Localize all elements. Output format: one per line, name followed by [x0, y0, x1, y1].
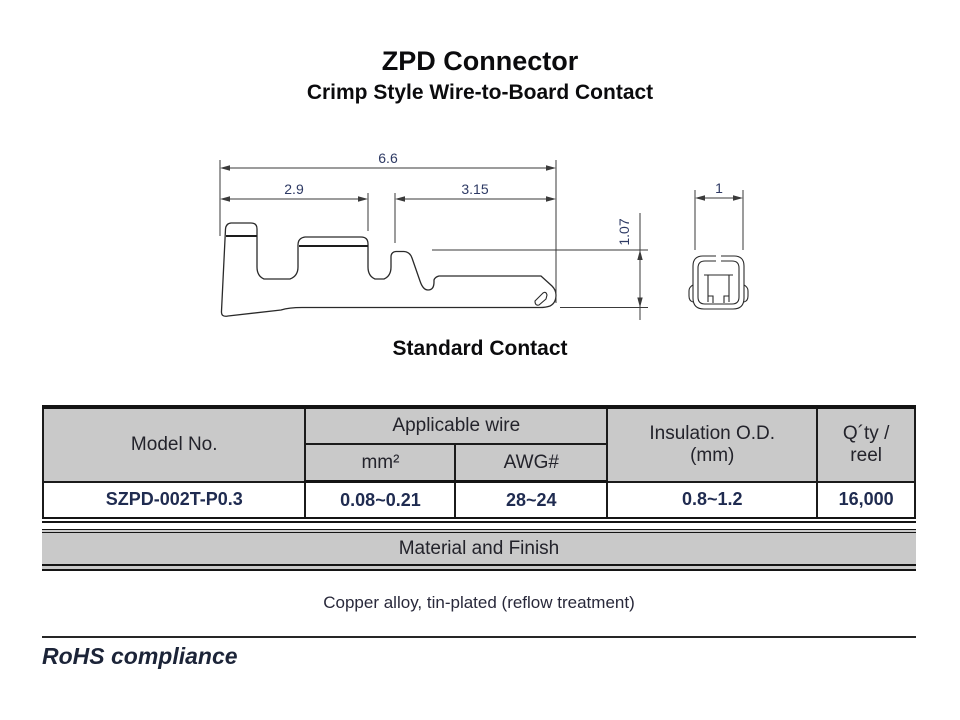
header-qty-line1: Q´ty / — [842, 422, 890, 444]
dimension-tail-height: 1.07 — [432, 213, 648, 320]
footer-divider: RoHS compliance — [42, 636, 916, 670]
dim-label-box-width: 1 — [715, 180, 723, 196]
dimension-box-width: 1 — [694, 180, 744, 250]
material-value: Copper alloy, tin-plated (reflow treatme… — [323, 593, 635, 612]
dim-label-left-section: 2.9 — [284, 181, 304, 197]
rohs-compliance-label: RoHS compliance — [42, 643, 238, 669]
page-subtitle: Crimp Style Wire-to-Board Contact — [306, 81, 654, 104]
dimension-overall-length: 6.6 — [219, 150, 557, 303]
header-awg: AWG# — [454, 443, 609, 483]
dimension-left-section: 2.9 — [220, 181, 369, 231]
material-section-header: Material and Finish — [42, 529, 916, 571]
dim-label-overall: 6.6 — [378, 150, 398, 166]
drawing-caption: Standard Contact — [392, 337, 568, 360]
cell-qty-reel: 16,000 — [816, 480, 916, 521]
cell-model-no: SZPD-002T-P0.3 — [41, 480, 307, 521]
header-qty-line2: reel — [850, 444, 882, 466]
page-title: ZPD Connector — [381, 46, 579, 76]
header-insulation-od-line2: (mm) — [690, 444, 735, 466]
dimension-right-section: 3.15 — [394, 181, 556, 243]
header-qty-reel: Q´ty / reel — [816, 406, 916, 483]
header-mm2: mm² — [304, 443, 457, 483]
table-row: SZPD-002T-P0.3 0.08~0.21 28~24 0.8~1.2 1… — [41, 480, 916, 521]
dim-label-tail-height: 1.07 — [616, 218, 632, 245]
header-insulation-od: Insulation O.D. (mm) — [606, 406, 819, 483]
cell-insulation-od: 0.8~1.2 — [606, 480, 819, 521]
side-view-contact — [220, 222, 557, 317]
header-model-no: Model No. — [41, 406, 307, 483]
technical-drawing: 6.6 2.9 3.15 1.07 — [219, 150, 749, 320]
cell-wire-awg: 28~24 — [454, 480, 609, 521]
dim-label-right-section: 3.15 — [461, 181, 488, 197]
header-applicable-wire: Applicable wire — [304, 406, 609, 445]
spec-table: Model No. Applicable wire Insulation O.D… — [41, 405, 916, 523]
header-insulation-od-line1: Insulation O.D. — [649, 422, 776, 444]
end-view-contact — [688, 255, 749, 310]
cell-wire-mm2: 0.08~0.21 — [304, 480, 457, 521]
